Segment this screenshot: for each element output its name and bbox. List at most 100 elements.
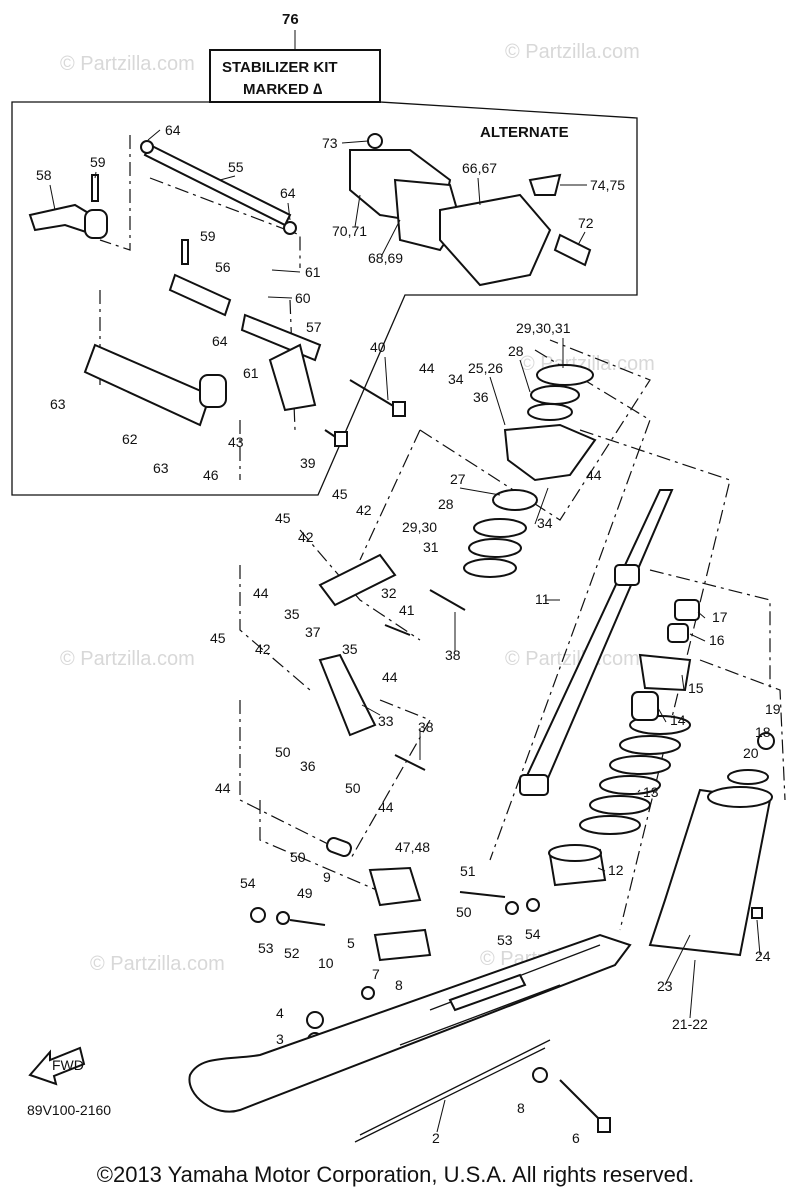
stabilizer-kit-box: [209, 49, 381, 103]
callout-label: 43: [228, 434, 244, 450]
callout-label: 6: [572, 1130, 580, 1146]
callout-label: 5: [347, 935, 355, 951]
callout-label: 27: [450, 471, 466, 487]
callout-label: 53: [497, 932, 513, 948]
callout-label: 56: [215, 259, 231, 275]
callout-label: 25,26: [468, 360, 503, 376]
callout-label: 34: [537, 515, 553, 531]
callout-label: 61: [243, 365, 259, 381]
kit-title-line2: MARKED ∆: [243, 81, 322, 98]
watermark-5: © Partzilla.com: [505, 648, 640, 670]
callout-labels: 64 59 55 58 64 73 66,67 74,75 70,71 68,6…: [36, 122, 781, 1146]
callout-label: 28: [438, 496, 454, 512]
callout-label: 18: [755, 724, 771, 740]
callout-label: 74,75: [590, 177, 625, 193]
callout-label: 35: [284, 606, 300, 622]
callout-label: 2: [432, 1130, 440, 1146]
callout-label: 53: [258, 940, 274, 956]
callout-label: 50: [345, 780, 361, 796]
callout-label: 64: [165, 122, 181, 138]
callout-label: 50: [456, 904, 472, 920]
callout-label: 34: [448, 371, 464, 387]
parts-diagram: © Partzilla.com © Partzilla.com © Partzi…: [11, 11, 786, 1146]
callout-label: 42: [298, 529, 314, 545]
watermark-6: © Partzilla.com: [90, 953, 225, 975]
watermark-4: © Partzilla.com: [60, 648, 195, 670]
callout-label: 16: [709, 632, 725, 648]
callout-label: 38: [418, 719, 434, 735]
callout-label: 15: [688, 680, 704, 696]
callout-label: 50: [275, 744, 291, 760]
callout-label: 10: [318, 955, 334, 971]
callout-label: 8: [395, 977, 403, 993]
callout-label: 40: [370, 339, 386, 355]
kit-outline: [11, 101, 638, 496]
callout-label: 7: [372, 966, 380, 982]
callout-label: 20: [743, 745, 759, 761]
leader-lines: [49, 129, 761, 1133]
callout-label: 45: [275, 510, 291, 526]
callout-label: 37: [305, 624, 321, 640]
watermark-1: © Partzilla.com: [60, 53, 195, 75]
coil-spring: [579, 715, 691, 835]
copyright-notice: ©2013 Yamaha Motor Corporation, U.S.A. A…: [96, 1162, 695, 1187]
callout-label: 29,30,31: [516, 320, 571, 336]
callout-label: 44: [378, 799, 394, 815]
callout-label: 64: [280, 185, 296, 201]
callout-label: 50: [290, 849, 306, 865]
callout-label: 39: [300, 455, 316, 471]
callout-label: 61: [305, 264, 321, 280]
callout-label: 31: [423, 539, 439, 555]
callout-label: 35: [342, 641, 358, 657]
callout-label: 32: [381, 585, 397, 601]
callout-label: 59: [90, 154, 106, 170]
callout-label: 14: [670, 712, 686, 728]
fwd-arrow: FWD: [28, 1046, 86, 1086]
callout-label: 36: [300, 758, 316, 774]
callout-label: 46: [203, 467, 219, 483]
top-callout-number: 76: [282, 11, 299, 28]
alternate-label: ALTERNATE: [480, 124, 569, 141]
callout-label: 63: [153, 460, 169, 476]
callout-label: 44: [253, 585, 269, 601]
callout-label: 49: [297, 885, 313, 901]
watermark-2: © Partzilla.com: [505, 41, 640, 63]
callout-label: 66,67: [462, 160, 497, 176]
callout-label: 17: [712, 609, 728, 625]
callout-label: 54: [525, 926, 541, 942]
callout-label: 19: [765, 701, 781, 717]
callout-label: 54: [240, 875, 256, 891]
callout-label: 60: [295, 290, 311, 306]
callout-label: 42: [255, 641, 271, 657]
callout-label: 42: [356, 502, 372, 518]
callout-label: 36: [473, 389, 489, 405]
callout-label: 28: [508, 343, 524, 359]
fwd-label: FWD: [52, 1057, 84, 1073]
callout-label: 62: [122, 431, 138, 447]
callout-label: 44: [419, 360, 435, 376]
callout-label: 68,69: [368, 250, 403, 266]
callout-label: 59: [200, 228, 216, 244]
catalog-code: 89V100-2160: [27, 1102, 111, 1118]
callout-label: 72: [578, 215, 594, 231]
callout-label: 21-22: [672, 1016, 708, 1032]
kit-title-line1: STABILIZER KIT: [222, 59, 338, 76]
callout-label: 44: [382, 669, 398, 685]
callout-label: 13: [643, 784, 659, 800]
callout-label: 55: [228, 159, 244, 175]
callout-label: 38: [445, 647, 461, 663]
callout-label: 3: [276, 1031, 284, 1047]
callout-label: 29,30: [402, 519, 437, 535]
callout-label: 33: [378, 713, 394, 729]
callout-label: 63: [50, 396, 66, 412]
parts: [28, 133, 775, 1143]
callout-label: 4: [276, 1005, 284, 1021]
callout-label: 24: [755, 948, 771, 964]
callout-label: 70,71: [332, 223, 367, 239]
callout-label: 12: [608, 862, 624, 878]
callout-label: 11: [535, 591, 550, 607]
callout-label: 57: [306, 319, 322, 335]
callout-label: 58: [36, 167, 52, 183]
callout-label: 73: [322, 135, 338, 151]
callout-label: 45: [210, 630, 226, 646]
